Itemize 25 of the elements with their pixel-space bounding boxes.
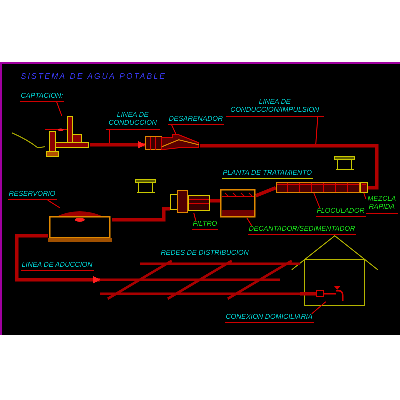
meter-and-faucet xyxy=(316,284,344,302)
pipe-line xyxy=(15,234,101,284)
rapid-mix-tank xyxy=(360,182,368,193)
intake-structure xyxy=(45,116,90,158)
pipe-network xyxy=(100,260,300,300)
flocculator-tank xyxy=(276,182,360,193)
leader-line xyxy=(364,192,366,200)
leader-line xyxy=(172,124,176,134)
pipe-line xyxy=(200,144,379,190)
pipe-line xyxy=(210,199,220,203)
leader-line xyxy=(246,218,252,226)
pipe-line xyxy=(90,141,146,149)
leader-line xyxy=(316,116,318,146)
leader-line xyxy=(314,192,320,208)
leader-line xyxy=(48,200,60,208)
settling-tank xyxy=(220,189,256,218)
leader-line xyxy=(194,212,196,222)
leader-line xyxy=(56,102,62,116)
diagram-title: SISTEMA DE AGUA POTABLE xyxy=(20,72,168,82)
pipe-line xyxy=(112,207,170,222)
pipe-line xyxy=(255,186,277,198)
sand-trap xyxy=(145,134,200,152)
leader-line xyxy=(312,302,326,314)
filter-unit xyxy=(170,190,210,213)
pipe-line xyxy=(300,292,316,296)
